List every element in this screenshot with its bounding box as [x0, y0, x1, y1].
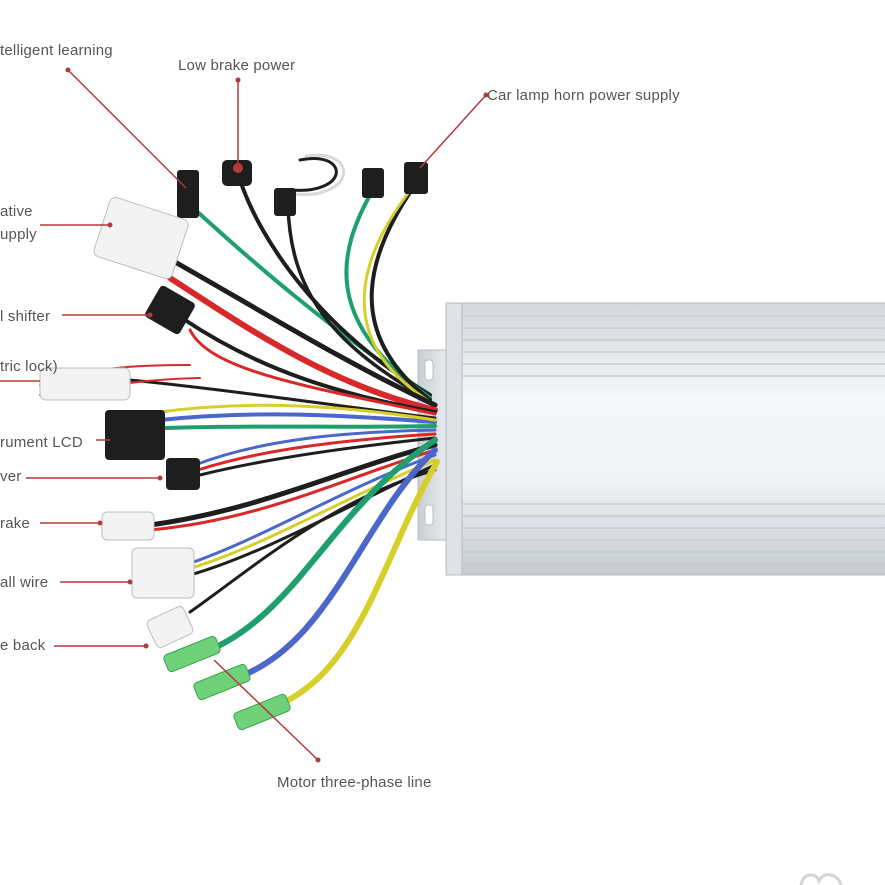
intelligent-learning-connector: [177, 170, 199, 218]
label-negative-supply-line2: upply: [0, 226, 37, 243]
electric-lock-connector: [39, 367, 131, 401]
upper-wire-bundle: [39, 153, 438, 477]
label-shifter: l shifter: [0, 308, 51, 325]
pointer-dots: [65, 67, 489, 763]
pointer-lines: [0, 69, 487, 761]
label-intelligent-learning: telligent learning: [0, 42, 113, 59]
label-power: ver: [0, 468, 22, 485]
label-back: e back: [0, 637, 46, 654]
label-brake: rake: [0, 515, 30, 532]
brake-connector: [101, 511, 155, 541]
back-connector: [146, 606, 194, 648]
low-brake-connector: [222, 160, 252, 186]
controller-housing: [417, 302, 885, 576]
label-car-lamp-horn: Car lamp horn power supply: [487, 87, 680, 104]
power-connector: [166, 458, 200, 490]
lamp-horn-connector: [404, 162, 428, 194]
label-low-brake-power: Low brake power: [178, 57, 296, 74]
label-instrument-lcd: rument LCD: [0, 434, 83, 451]
label-motor-three-phase: Motor three-phase line: [277, 774, 432, 791]
corner-watermark-icon: [799, 873, 843, 885]
housing-fins: [462, 315, 885, 565]
label-electric-lock: tric lock): [0, 358, 58, 375]
phase-terminal-1: [163, 635, 221, 673]
connectors: [39, 160, 428, 731]
shifter-connector: [145, 285, 195, 335]
phase-terminal-2: [193, 663, 251, 701]
hall-wire-connector: [131, 547, 195, 599]
label-hall-wire: all wire: [0, 574, 49, 591]
label-negative-supply-line1: ative: [0, 203, 33, 220]
negative-supply-connector: [93, 196, 189, 280]
instrument-lcd-connector: [105, 410, 165, 460]
lower-wire-bundle: [147, 437, 440, 713]
